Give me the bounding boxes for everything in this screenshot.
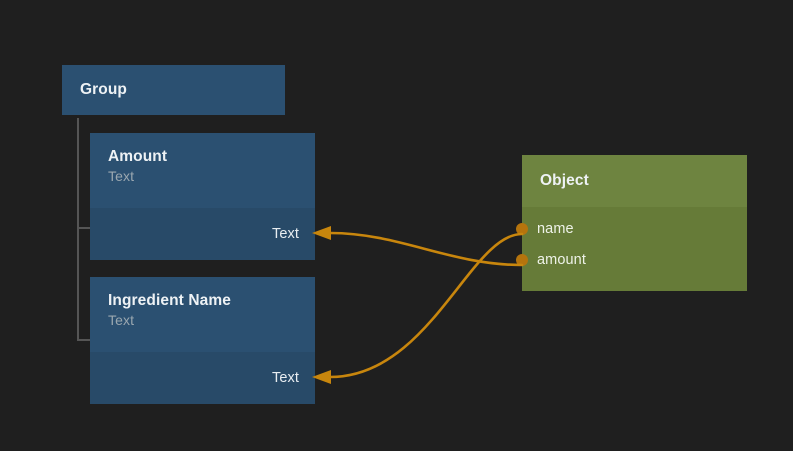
object-port-name-label: name: [537, 220, 574, 237]
field-node-ingredient-name[interactable]: Ingredient Name Text Text: [90, 277, 315, 404]
port-dot-icon[interactable]: [516, 222, 528, 235]
edge-name-to-ingredient[interactable]: [328, 232, 524, 379]
object-node-title: Object: [540, 172, 589, 189]
object-port-name[interactable]: name: [516, 213, 747, 244]
field-node-amount-body: Text: [90, 208, 315, 260]
field-node-amount[interactable]: Amount Text Text: [90, 133, 315, 260]
field-node-ingredient-name-body: Text: [90, 352, 315, 404]
group-node[interactable]: Group: [62, 65, 285, 115]
group-node-title: Group: [80, 81, 127, 98]
object-node-body: name amount: [516, 207, 747, 291]
field-node-ingredient-name-port-label[interactable]: Text: [272, 370, 299, 386]
object-port-amount[interactable]: amount: [516, 244, 747, 275]
field-node-amount-subtitle: Text: [108, 168, 135, 184]
port-dot-icon[interactable]: [516, 253, 528, 266]
field-node-ingredient-name-subtitle: Text: [108, 312, 135, 328]
field-node-ingredient-name-header: Ingredient Name Text: [90, 277, 315, 352]
object-port-amount-label: amount: [537, 251, 586, 268]
tree-spine-line: [77, 118, 90, 341]
field-node-amount-port-label[interactable]: Text: [272, 226, 299, 242]
object-node[interactable]: Object name amount: [516, 155, 747, 291]
field-node-amount-header: Amount Text: [90, 133, 315, 208]
field-node-ingredient-name-title: Ingredient Name: [108, 292, 231, 309]
group-node-header: Group: [62, 65, 285, 115]
object-node-header: Object: [522, 155, 747, 207]
edge-amount-to-amount[interactable]: [328, 231, 524, 267]
field-node-amount-title: Amount: [108, 148, 168, 165]
